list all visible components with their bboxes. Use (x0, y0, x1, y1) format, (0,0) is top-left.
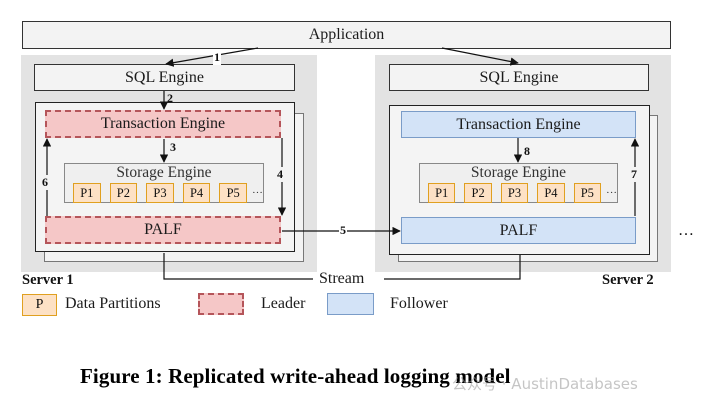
transaction-engine-label: Transaction Engine (100, 115, 226, 132)
partition: P4 (537, 183, 565, 203)
server-1-label: Server 1 (22, 272, 74, 288)
storage-engine-label: Storage Engine (116, 164, 212, 181)
step-7-label: 7 (631, 167, 637, 182)
arrow-1 (165, 47, 259, 67)
server-1-transaction-engine: Transaction Engine (45, 110, 281, 138)
partition: P5 (573, 183, 602, 203)
partition: P3 (146, 183, 174, 203)
legend-leader-swatch (198, 293, 244, 315)
server-1-storage-engine: Storage Engine P1 P2 P3 P4 P5 ··· (64, 163, 264, 203)
storage-engine-label: Storage Engine (470, 164, 567, 181)
partition: P4 (182, 183, 211, 203)
sql-engine-label: SQL Engine (125, 68, 204, 86)
stream-line-right (384, 255, 521, 280)
partition-list: P1 P2 P3 P4 P5 ··· (65, 183, 263, 203)
partition: P2 (109, 183, 138, 203)
figure-caption: Figure 1: Replicated write-ahead logging… (80, 364, 511, 388)
partition: P3 (500, 183, 529, 203)
stream-line-left (163, 253, 313, 280)
application-label: Application (308, 26, 385, 43)
arrow-app-to-sql-2 (441, 47, 519, 66)
more-servers-ellipsis: … (678, 222, 694, 239)
server-2-sql-engine: SQL Engine (389, 64, 649, 91)
legend-partition-swatch: P (22, 294, 57, 316)
sql-engine-label: SQL Engine (479, 68, 559, 86)
server-2-storage-engine: Storage Engine P1 P2 P3 P4 P5 ··· (419, 163, 618, 203)
server-1-palf: PALF (45, 216, 281, 244)
palf-label: PALF (499, 221, 538, 239)
partition: P5 (219, 183, 247, 203)
more-partitions: ··· (251, 187, 263, 199)
legend-follower-label: Follower (390, 295, 448, 312)
partition: P2 (464, 183, 492, 203)
step-8-label: 8 (524, 144, 530, 158)
legend-partition-label: Data Partitions (65, 295, 161, 312)
legend-follower-swatch (327, 293, 374, 315)
step-4-label: 4 (277, 167, 283, 182)
step-5-label: 5 (339, 223, 347, 238)
watermark: 公众号 · AustinDatabases (452, 375, 638, 393)
server-2-palf: PALF (401, 217, 636, 244)
legend-leader-label: Leader (261, 295, 306, 312)
partition: P1 (428, 183, 456, 203)
partition-list: P1 P2 P3 P4 P5 ··· (420, 183, 617, 203)
step-3-label: 3 (170, 140, 176, 154)
application-box: Application (22, 21, 671, 49)
server-2-label: Server 2 (602, 272, 654, 288)
transaction-engine-label: Transaction Engine (456, 115, 581, 133)
partition: P1 (73, 183, 101, 203)
server-1-sql-engine: SQL Engine (34, 64, 295, 91)
step-1-label: 1 (213, 50, 221, 65)
palf-label: PALF (144, 221, 182, 238)
stream-label: Stream (319, 270, 365, 287)
step-6-label: 6 (42, 175, 48, 190)
server-2-transaction-engine: Transaction Engine (401, 111, 636, 138)
more-partitions: ··· (606, 187, 618, 199)
step-2-label: 2 (167, 91, 173, 105)
